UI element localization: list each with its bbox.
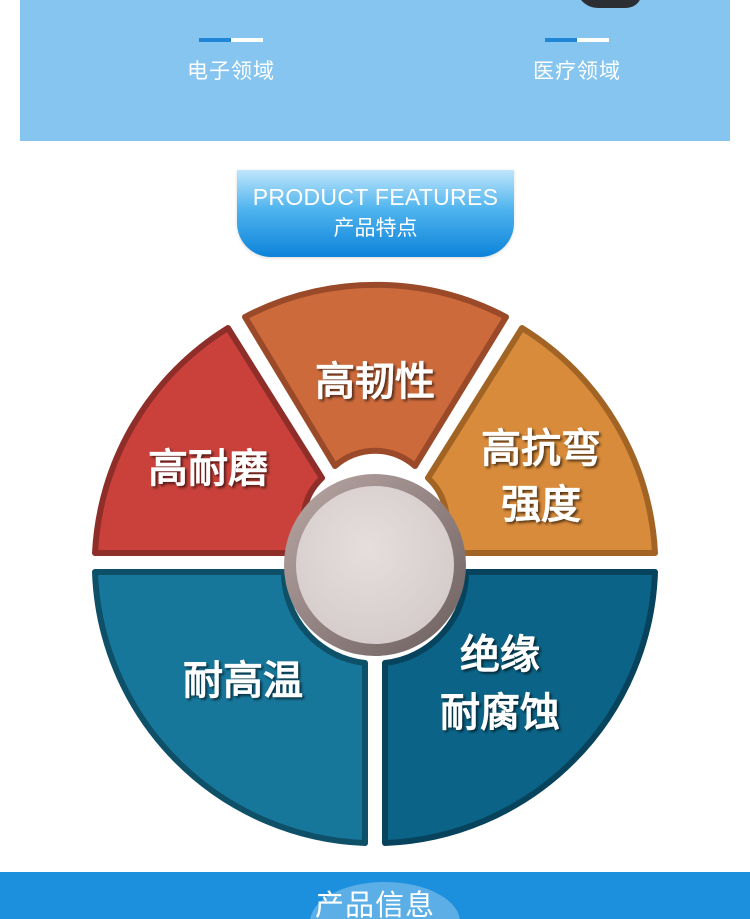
app-indicator-medical	[545, 38, 609, 42]
feature-segment-insulation	[382, 569, 658, 846]
feature-label-flexural-strength-line1: 高抗弯	[481, 426, 601, 472]
feature-segment-heat-resistance	[92, 569, 368, 846]
app-label-electronics: 电子领域	[187, 59, 275, 83]
wheel-hub	[296, 486, 454, 644]
feature-label-flexural-strength-line2: 强度	[501, 482, 581, 528]
features-title-cn: 产品特点	[333, 216, 418, 240]
product-info-header: 产品信息	[0, 872, 750, 919]
product-image-fragment	[576, 0, 642, 8]
feature-segment-toughness	[242, 281, 509, 469]
feature-label-insulation-line2: 耐腐蚀	[440, 690, 560, 736]
feature-label-toughness: 高韧性	[315, 359, 435, 405]
app-indicator-electronics	[199, 38, 263, 42]
feature-label-heat-resistance: 耐高温	[183, 658, 303, 704]
feature-segment-flexural-strength	[425, 325, 658, 556]
feature-label-wear-resistance: 高耐磨	[148, 446, 268, 492]
app-label-medical: 医疗领域	[533, 59, 621, 83]
product-info-title: 产品信息	[314, 888, 435, 919]
feature-label-insulation-line1: 绝缘	[460, 632, 540, 678]
application-panel: 电子领域 医疗领域	[20, 0, 730, 141]
features-title-en: PRODUCT FEATURES	[252, 184, 499, 210]
features-header-badge: PRODUCT FEATURES 产品特点	[237, 170, 514, 257]
